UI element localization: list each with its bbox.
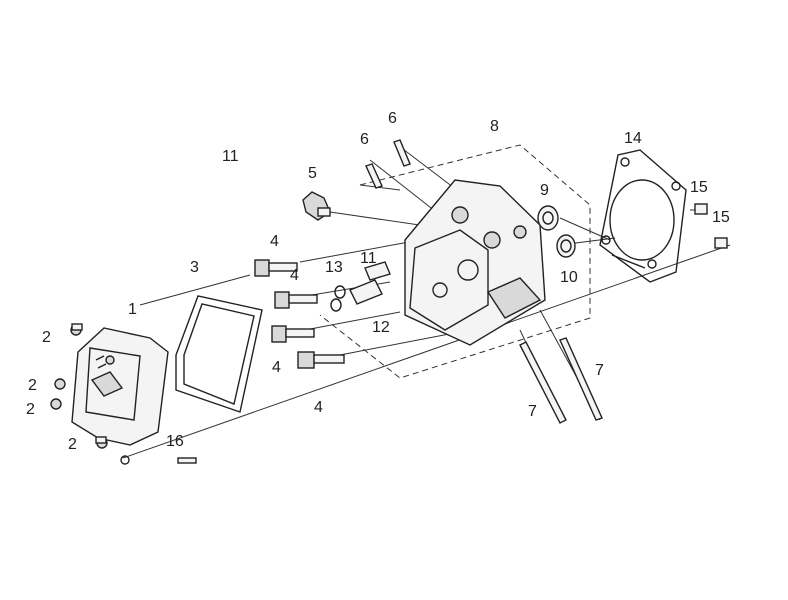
cylinder-head-part: [404, 179, 546, 346]
valve-seal-part: [537, 205, 576, 258]
callout-6a: 6: [360, 131, 369, 148]
callout-2a: 2: [42, 329, 51, 346]
long-bolt-part: [519, 337, 603, 424]
callout-1: 1: [128, 301, 137, 318]
callout-7a: 7: [595, 362, 604, 379]
callout-4d: 4: [314, 399, 323, 416]
head-gasket-part: [599, 149, 687, 283]
callout-11b: 11: [360, 250, 377, 267]
callout-2c: 2: [26, 401, 35, 418]
callout-14: 14: [624, 130, 642, 147]
cover-gasket-part: [175, 295, 263, 413]
callout-4c: 4: [272, 359, 281, 376]
callout-15a: 15: [690, 179, 708, 196]
callout-12: 12: [372, 319, 390, 336]
callout-2d: 2: [68, 436, 77, 453]
head-bolt-part: [254, 259, 345, 369]
callout-7b: 7: [528, 403, 537, 420]
valve-cover-part: [71, 327, 169, 446]
callout-4b: 4: [290, 267, 299, 284]
callout-16: 16: [166, 433, 184, 450]
callout-13: 13: [325, 259, 343, 276]
callout-10: 10: [560, 269, 578, 286]
pin-part: [120, 455, 197, 465]
spark-plug-part: [302, 191, 331, 221]
callout-6b: 6: [388, 110, 397, 127]
callout-3: 3: [190, 259, 199, 276]
callout-4a: 4: [270, 233, 279, 250]
callout-labels: 1 2 2 2 2 3 4 4 4 4 5 6 6 7 7 8 9 10 11 …: [26, 110, 730, 453]
assembly-box-8: [319, 144, 591, 379]
leader-box: [359, 184, 401, 191]
callout-9: 9: [540, 182, 549, 199]
callout-11a: 11: [222, 148, 239, 165]
dowel-pin-part: [694, 203, 728, 249]
cover-bolt-part: [50, 323, 108, 449]
callout-8: 8: [490, 118, 499, 135]
stud-part: [365, 139, 411, 189]
dowel-part: [330, 261, 391, 312]
callout-2b: 2: [28, 377, 37, 394]
callout-5: 5: [308, 165, 317, 182]
callout-15b: 15: [712, 209, 730, 226]
